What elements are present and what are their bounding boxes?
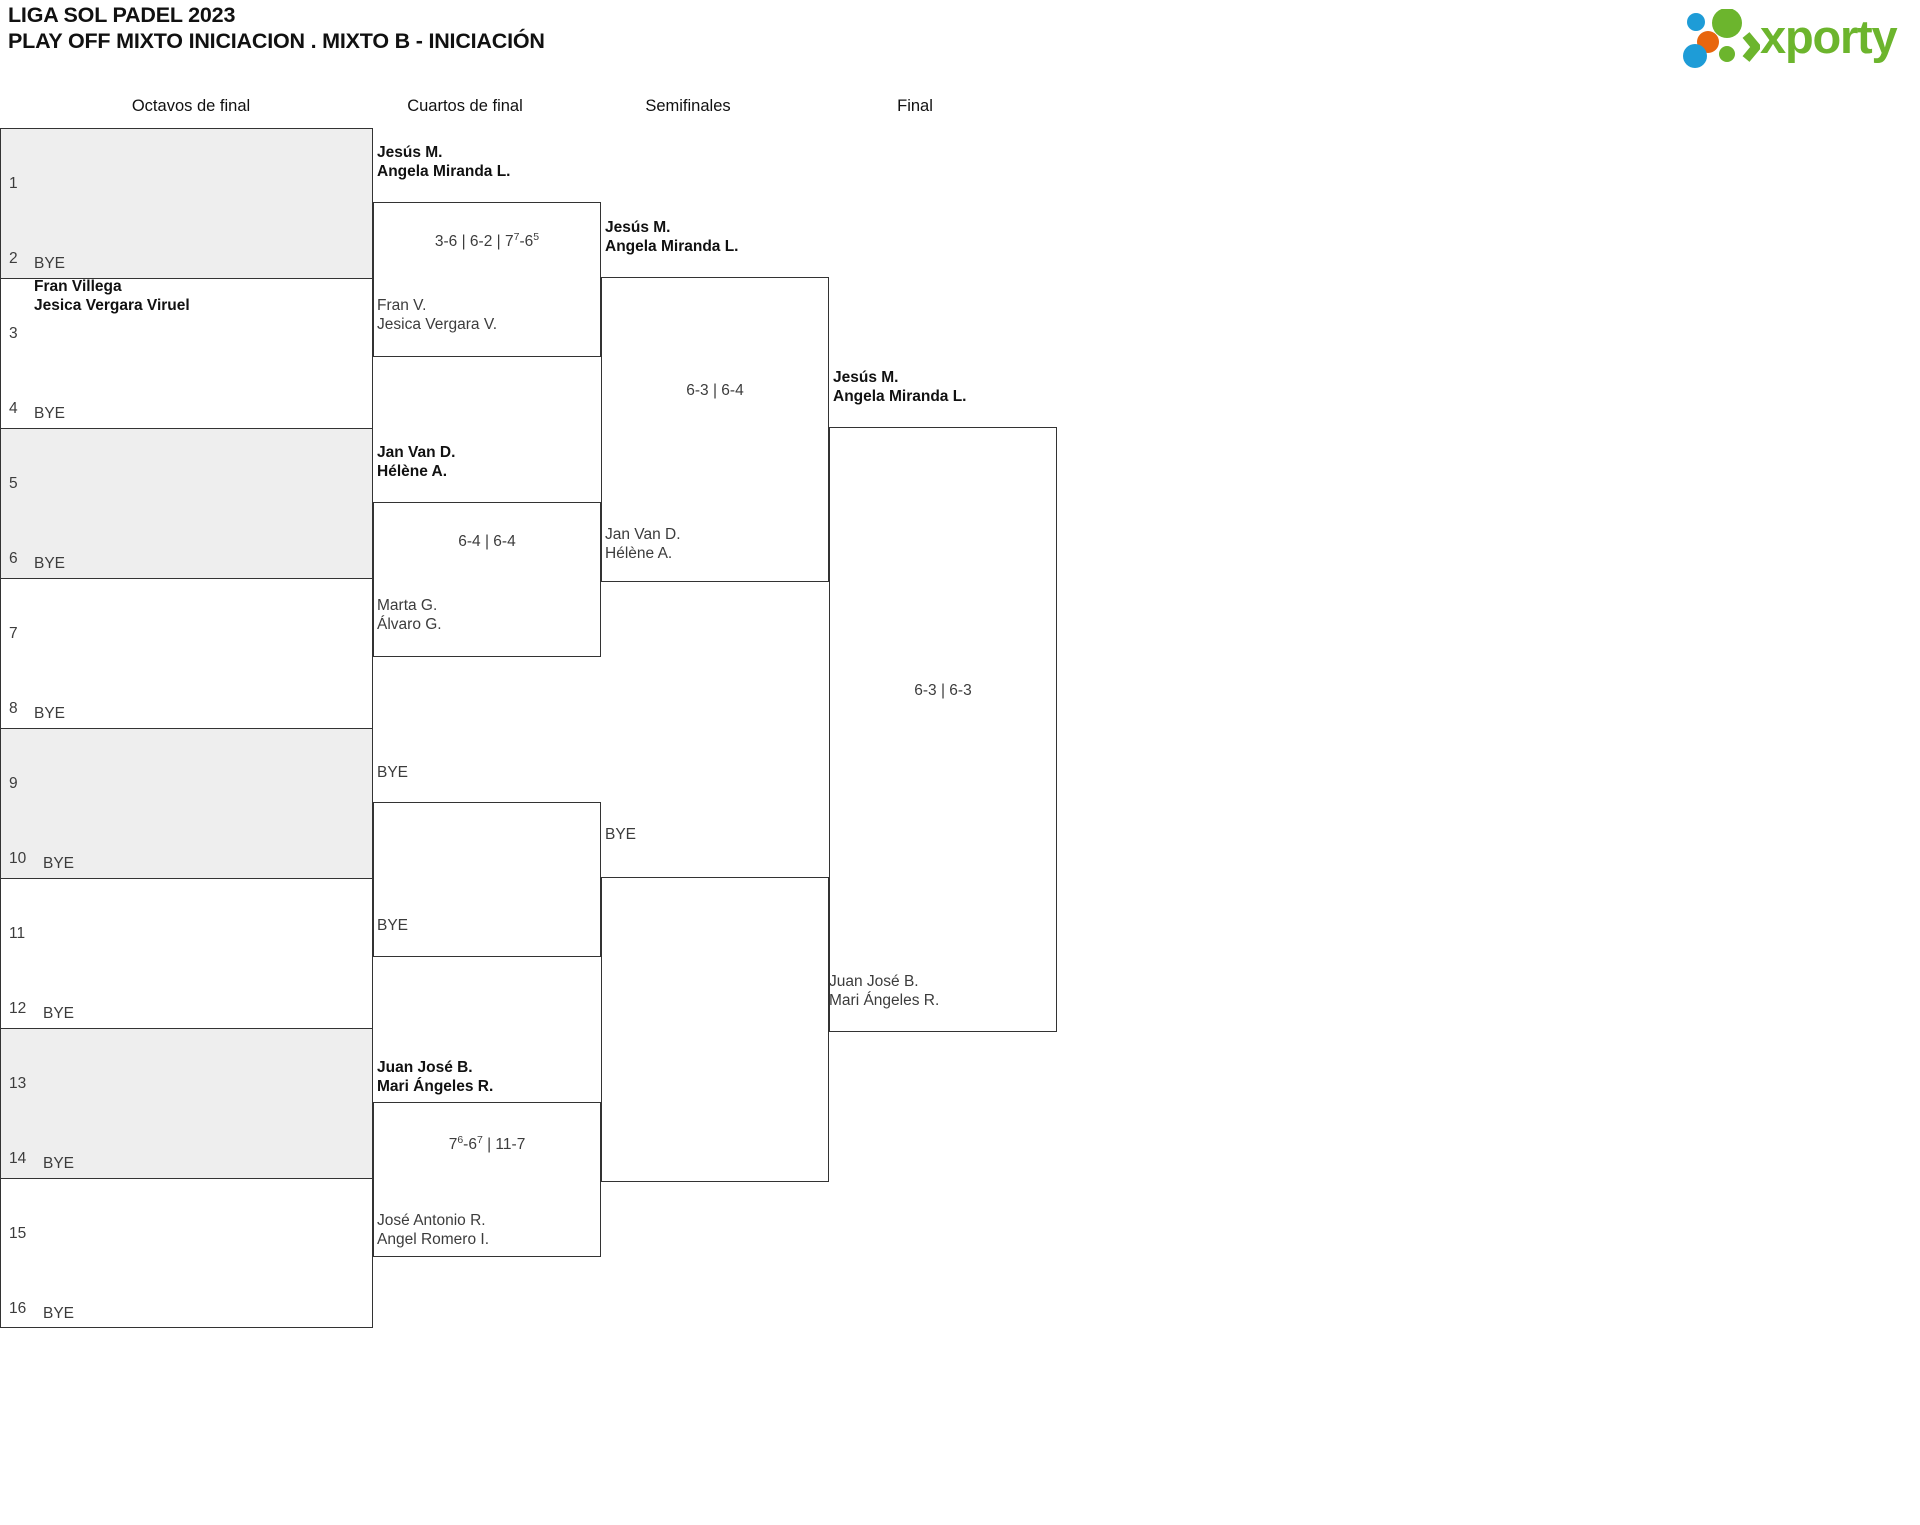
round-octavos-column: 1 2 BYE 3 Fran Villega Jesica Vergara Vi… xyxy=(0,128,373,1328)
octavos-slot-1[interactable]: 1 xyxy=(1,129,374,204)
seed-number: 9 xyxy=(9,775,18,792)
cuartos-entrant-bottom-2: Marta G. Álvaro G. xyxy=(377,597,442,633)
xporty-dots-icon xyxy=(1683,9,1760,68)
final-score: 6-3 | 6-3 xyxy=(914,682,972,699)
octavos-slot-6[interactable]: 6 BYE xyxy=(1,504,374,579)
octavos-slot-14[interactable]: 14 BYE xyxy=(1,1104,374,1179)
seed-number: 5 xyxy=(9,475,18,492)
entrant-name: Fran Villega Jesica Vergara Viruel xyxy=(34,278,190,314)
entrant-name: BYE xyxy=(43,855,75,872)
cuartos-match-box-4[interactable] xyxy=(373,1102,601,1257)
final-match-box[interactable] xyxy=(829,427,1057,1032)
semifinal-entrant-top-2: BYE xyxy=(605,826,637,843)
seed-number: 11 xyxy=(9,925,26,942)
entrant-name: BYE xyxy=(34,555,66,572)
cuartos-match-box-1[interactable] xyxy=(373,202,601,357)
entrant-name: BYE xyxy=(34,705,66,722)
round-header-octavos: Octavos de final xyxy=(131,97,251,115)
round-header-final: Final xyxy=(897,97,933,115)
octavos-slot-10[interactable]: 10 BYE xyxy=(1,804,374,879)
cuartos-score-2: 6-4 | 6-4 xyxy=(458,533,516,550)
title-line-1: LIGA SOL PADEL 2023 xyxy=(8,3,236,27)
seed-number: 13 xyxy=(9,1075,27,1092)
entrant-name: BYE xyxy=(43,1155,75,1172)
round-header-semifinales: Semifinales xyxy=(645,97,731,115)
semifinal-entrant-bottom-2: Juan José B. Mari Ángeles R. xyxy=(829,973,940,1009)
octavos-slot-16[interactable]: 16 BYE xyxy=(1,1254,374,1329)
entrant-name: BYE xyxy=(34,255,66,272)
seed-number: 7 xyxy=(9,625,18,642)
octavos-pair-1[interactable]: 1 2 BYE xyxy=(0,128,373,278)
cuartos-entrant-top-3: BYE xyxy=(377,764,409,781)
semifinal-entrant-top-1: Jesús M. Angela Miranda L. xyxy=(605,219,739,255)
octavos-slot-15[interactable]: 15 xyxy=(1,1179,374,1254)
octavos-slot-5[interactable]: 5 xyxy=(1,429,374,504)
cuartos-entrant-bottom-3: BYE xyxy=(377,917,409,934)
octavos-pair-2[interactable]: 3 Fran Villega Jesica Vergara Viruel 4 B… xyxy=(0,278,373,428)
semifinal-match-box-2[interactable] xyxy=(601,877,829,1182)
octavos-slot-9[interactable]: 9 xyxy=(1,729,374,804)
semifinal-match-box-1[interactable] xyxy=(601,277,829,582)
octavos-slot-4[interactable]: 4 BYE xyxy=(1,354,374,429)
octavos-pair-8[interactable]: 15 16 BYE xyxy=(0,1178,373,1328)
round-header-cuartos: Cuartos de final xyxy=(407,97,523,115)
cuartos-match-box-3[interactable] xyxy=(373,802,601,957)
octavos-slot-11[interactable]: 11 xyxy=(1,879,374,954)
octavos-slot-3[interactable]: 3 Fran Villega Jesica Vergara Viruel xyxy=(1,278,374,354)
semifinal-entrant-bottom-1: Jan Van D. Hélène A. xyxy=(605,526,681,562)
seed-number: 14 xyxy=(9,1150,27,1167)
octavos-slot-8[interactable]: 8 BYE xyxy=(1,654,374,729)
cuartos-entrant-bottom-1: Fran V. Jesica Vergara V. xyxy=(377,297,498,333)
seed-number: 4 xyxy=(9,400,18,417)
seed-number: 1 xyxy=(9,175,18,192)
octavos-pair-3[interactable]: 5 6 BYE xyxy=(0,428,373,578)
octavos-pair-7[interactable]: 13 14 BYE xyxy=(0,1028,373,1178)
xporty-logo[interactable]: xporty xyxy=(1676,6,1912,70)
octavos-pair-4[interactable]: 7 8 BYE xyxy=(0,578,373,728)
seed-number: 6 xyxy=(9,550,18,567)
octavos-slot-7[interactable]: 7 xyxy=(1,579,374,654)
seed-number: 10 xyxy=(9,850,27,867)
octavos-slot-13[interactable]: 13 xyxy=(1,1029,374,1104)
final-entrant-top: Jesús M. Angela Miranda L. xyxy=(833,369,967,405)
entrant-name: BYE xyxy=(43,1305,75,1322)
entrant-name: BYE xyxy=(34,405,66,422)
cuartos-entrant-top-4: Juan José B. Mari Ángeles R. xyxy=(377,1059,494,1095)
cuartos-match-box-2[interactable] xyxy=(373,502,601,657)
title-line-2: PLAY OFF MIXTO INICIACION . MIXTO B - IN… xyxy=(8,29,545,53)
octavos-slot-2[interactable]: 2 BYE xyxy=(1,204,374,279)
seed-number: 16 xyxy=(9,1300,27,1317)
seed-number: 2 xyxy=(9,250,18,267)
seed-number: 8 xyxy=(9,700,18,717)
octavos-slot-12[interactable]: 12 BYE xyxy=(1,954,374,1029)
cuartos-entrant-bottom-4: José Antonio R. Angel Romero I. xyxy=(377,1212,489,1248)
xporty-wordmark: xporty xyxy=(1760,10,1898,63)
page-title: LIGA SOL PADEL 2023 PLAY OFF MIXTO INICI… xyxy=(8,2,1208,54)
cuartos-entrant-top-1: Jesús M. Angela Miranda L. xyxy=(377,144,511,180)
seed-number: 15 xyxy=(9,1225,27,1242)
entrant-name: BYE xyxy=(43,1005,75,1022)
octavos-pair-6[interactable]: 11 12 BYE xyxy=(0,878,373,1028)
semifinal-score-1: 6-3 | 6-4 xyxy=(686,382,744,399)
cuartos-score-1: 3-6 | 6-2 | 77-65 xyxy=(434,230,540,250)
cuartos-score-4: 76-67 | 11-7 xyxy=(448,1133,526,1153)
octavos-pair-5[interactable]: 9 10 BYE xyxy=(0,728,373,878)
seed-number: 3 xyxy=(9,325,18,342)
cuartos-entrant-top-2: Jan Van D. Hélène A. xyxy=(377,444,456,480)
seed-number: 12 xyxy=(9,1000,27,1017)
